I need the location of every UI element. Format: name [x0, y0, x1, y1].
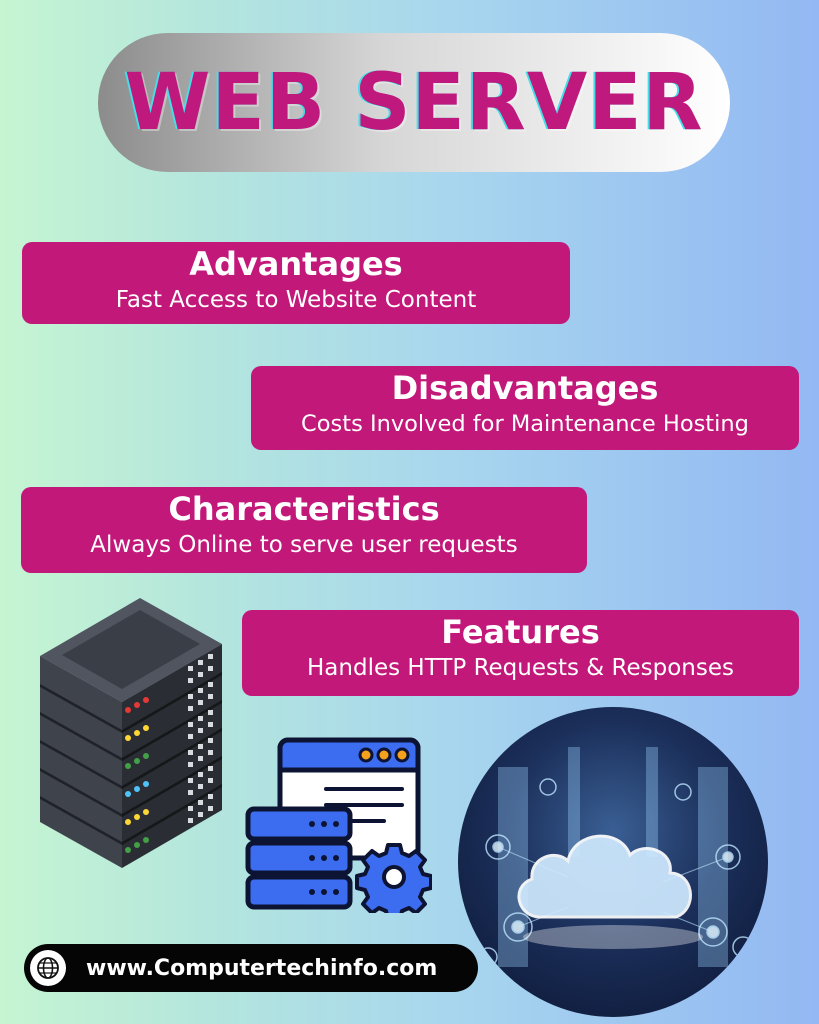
characteristics-heading: Characteristics [168, 490, 440, 528]
advantages-heading: Advantages [189, 245, 403, 283]
cloud-data-center-image [458, 707, 768, 1017]
globe-icon [30, 950, 66, 986]
disadvantages-heading: Disadvantages [391, 369, 659, 407]
website-url[interactable]: www.Computertechinfo.com [86, 955, 438, 981]
disadvantages-text: Costs Involved for Maintenance Hosting [301, 411, 749, 437]
advantages-card: Advantages Fast Access to Website Conten… [22, 242, 570, 324]
cloud-illustration [478, 747, 754, 967]
title-banner: WEB SERVER [98, 33, 730, 172]
page-title: WEB SERVER [124, 57, 704, 148]
characteristics-card: Characteristics Always Online to serve u… [21, 487, 587, 573]
features-heading: Features [441, 613, 600, 651]
globe-glyph [37, 957, 59, 979]
disadvantages-card: Disadvantages Costs Involved for Mainten… [251, 366, 799, 450]
features-text: Handles HTTP Requests & Responses [307, 655, 734, 681]
web-server-gear-icon [245, 737, 432, 913]
characteristics-text: Always Online to serve user requests [90, 532, 518, 558]
server-rack-icon [40, 598, 222, 868]
website-url-bar[interactable]: www.Computertechinfo.com [24, 944, 478, 992]
features-card: Features Handles HTTP Requests & Respons… [242, 610, 799, 696]
advantages-text: Fast Access to Website Content [115, 287, 477, 313]
